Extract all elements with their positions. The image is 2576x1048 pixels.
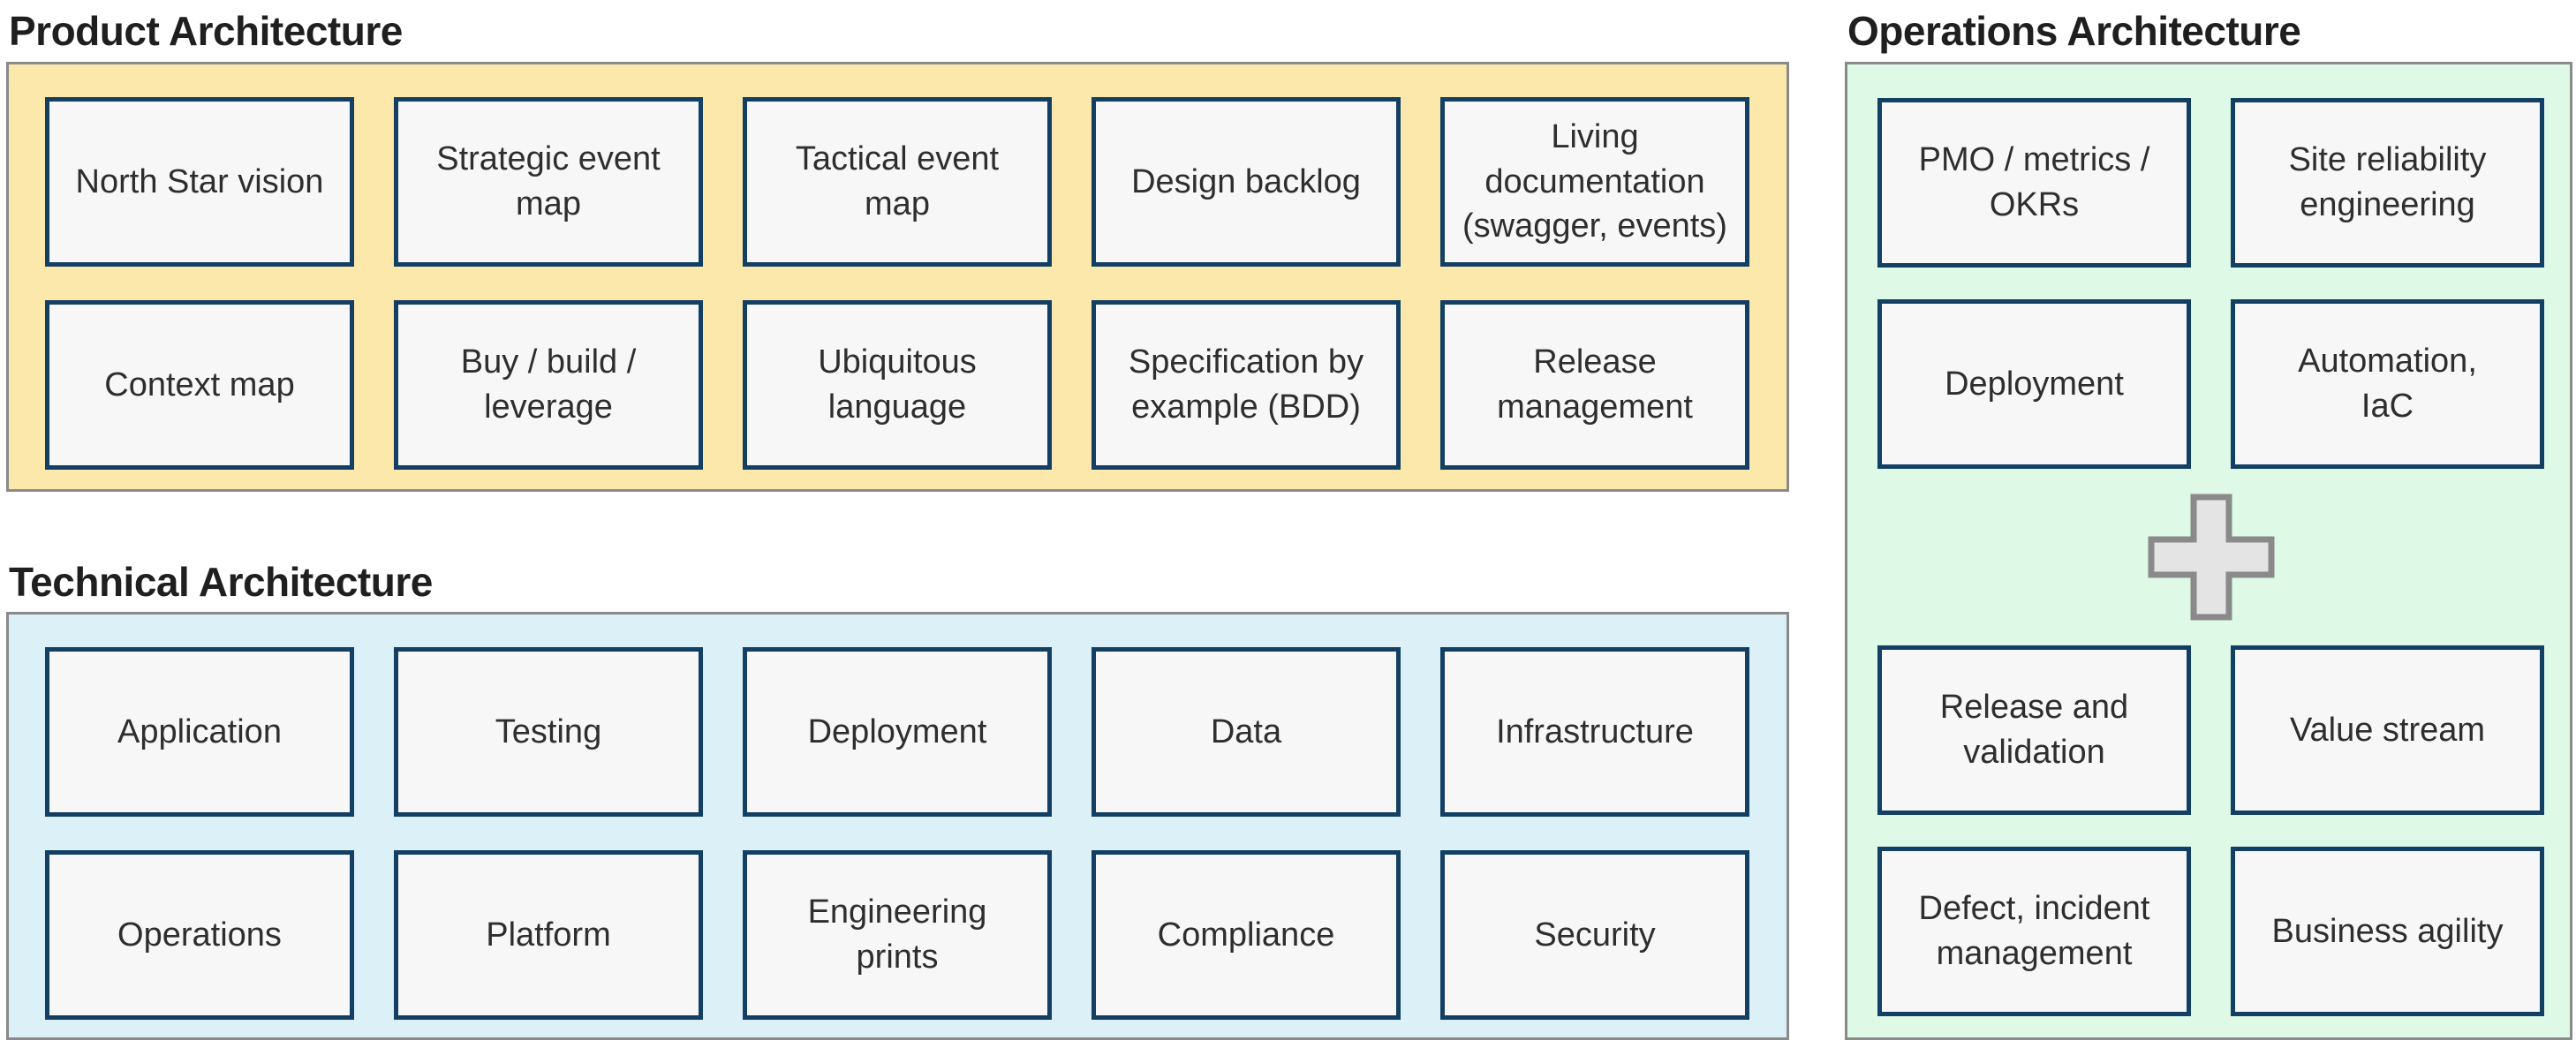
compliance-box: Compliance	[1092, 850, 1401, 1020]
business-agility-box: Business agility	[2231, 847, 2544, 1016]
technical-architecture-title: Technical Architecture	[9, 559, 433, 605]
specification-by-example-box: Specification by example (BDD)	[1092, 300, 1401, 470]
living-documentation-box: Living documentation (swagger, events)	[1440, 97, 1749, 267]
north-star-vision-box: North Star vision	[45, 97, 354, 267]
operations-architecture-title: Operations Architecture	[1847, 8, 2301, 54]
automation-iac-box: Automation, IaC	[2231, 299, 2544, 469]
technical-architecture-panel: Application Testing Deployment Data Infr…	[6, 612, 1789, 1040]
plus-icon	[2148, 494, 2274, 621]
ops-deployment-box: Deployment	[1877, 299, 2191, 469]
product-architecture-panel: North Star vision Strategic event map Ta…	[6, 62, 1789, 492]
testing-box: Testing	[394, 647, 703, 817]
release-and-validation-box: Release and validation	[1877, 645, 2191, 815]
data-box: Data	[1092, 647, 1401, 817]
plus-icon-cell	[1877, 494, 2544, 621]
engineering-prints-box: Engineering prints	[743, 850, 1052, 1020]
product-architecture-title: Product Architecture	[9, 8, 403, 54]
buy-build-leverage-box: Buy / build / leverage	[394, 300, 703, 470]
security-box: Security	[1440, 850, 1749, 1020]
application-box: Application	[45, 647, 354, 817]
context-map-box: Context map	[45, 300, 354, 470]
operations-box: Operations	[45, 850, 354, 1020]
defect-incident-management-box: Defect, incident management	[1877, 847, 2191, 1016]
platform-box: Platform	[394, 850, 703, 1020]
infrastructure-box: Infrastructure	[1440, 647, 1749, 817]
pmo-metrics-okrs-box: PMO / metrics / OKRs	[1877, 98, 2191, 268]
site-reliability-engineering-box: Site reliability engineering	[2231, 98, 2544, 268]
design-backlog-box: Design backlog	[1092, 97, 1401, 267]
release-management-box: Release management	[1440, 300, 1749, 470]
strategic-event-map-box: Strategic event map	[394, 97, 703, 267]
value-stream-box: Value stream	[2231, 645, 2544, 815]
deployment-box: Deployment	[743, 647, 1052, 817]
tactical-event-map-box: Tactical event map	[743, 97, 1052, 267]
operations-architecture-panel: PMO / metrics / OKRs Site reliability en…	[1845, 62, 2572, 1040]
ubiquitous-language-box: Ubiquitous language	[743, 300, 1052, 470]
